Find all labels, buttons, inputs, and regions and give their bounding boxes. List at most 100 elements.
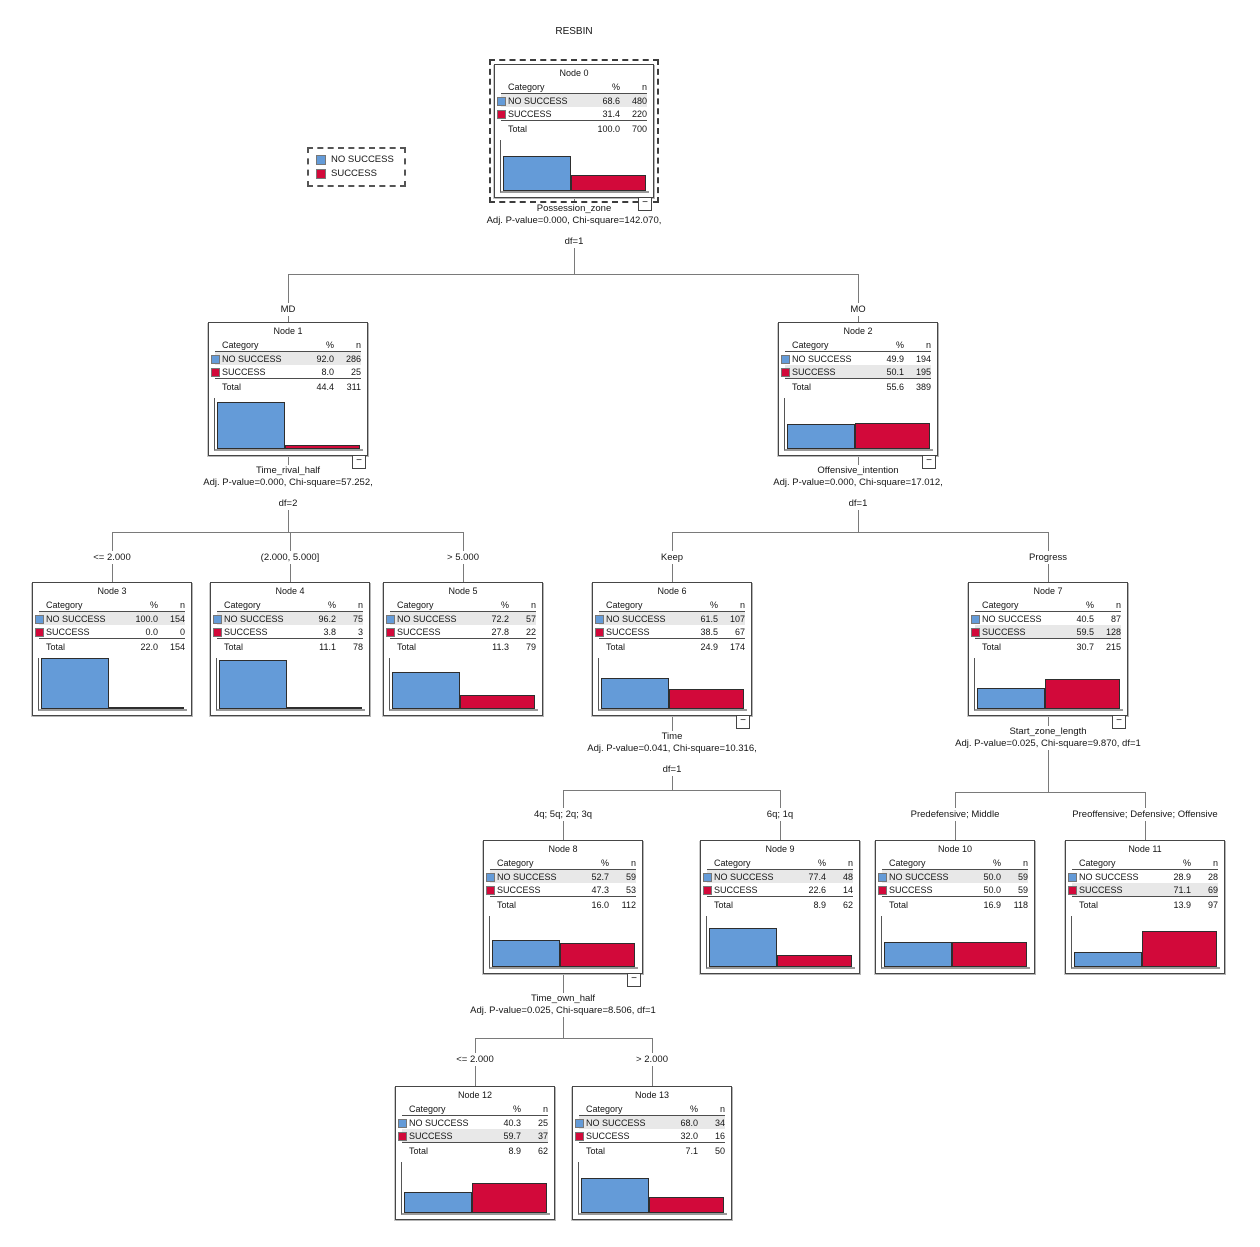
total-pct: 30.7 — [1076, 641, 1094, 652]
divider — [215, 378, 361, 379]
table-header: Category%n — [579, 1102, 725, 1116]
category-n: 0 — [179, 626, 185, 637]
total-n: 112 — [621, 899, 636, 910]
total-n: 118 — [1013, 899, 1028, 910]
no-success-swatch — [386, 615, 395, 624]
col-category: Category — [224, 599, 261, 610]
branch-label-progress: Progress — [1025, 551, 1071, 564]
collapse-button[interactable]: − — [922, 455, 936, 469]
divider — [579, 1142, 725, 1143]
category-n: 16 — [714, 1130, 725, 1141]
no-success-swatch — [213, 615, 222, 624]
node-title: Node 6 — [657, 586, 687, 596]
category-label: SUCCESS — [586, 1130, 630, 1141]
collapse-button[interactable]: − — [1112, 715, 1126, 729]
total-n: 154 — [169, 641, 185, 652]
divider — [501, 120, 647, 121]
total-label: Total — [222, 381, 242, 392]
node-bar-chart — [38, 658, 187, 711]
category-n: 25 — [350, 366, 361, 377]
node-title: Node 1 — [273, 326, 303, 336]
split-possession-zone: Possession_zone Adj. P-value=0.000, Chi-… — [409, 203, 739, 248]
table-header: Category%n — [39, 598, 185, 612]
col-pct: % — [600, 857, 609, 868]
col-n: n — [1115, 599, 1121, 610]
total-n: 78 — [352, 641, 363, 652]
col-pct: % — [1182, 857, 1191, 868]
node-bar-chart — [974, 658, 1123, 711]
category-label: NO SUCCESS — [982, 613, 1042, 624]
success-bar — [571, 175, 646, 191]
legend: NO SUCCESS SUCCESS — [307, 147, 406, 187]
connector-line — [858, 274, 859, 322]
no-success-swatch — [211, 355, 220, 364]
category-pct: 100.0 — [135, 613, 158, 624]
divider — [1072, 896, 1218, 897]
category-pct: 47.3 — [591, 884, 609, 895]
total-pct: 100.0 — [597, 123, 620, 134]
total-pct: 11.3 — [492, 641, 509, 652]
col-n: n — [1022, 857, 1028, 868]
divider — [390, 638, 536, 639]
branch-label-gt-5: > 5.000 — [444, 551, 482, 564]
total-label: Total — [606, 641, 626, 652]
node-bar-chart — [214, 398, 363, 451]
category-n: 28 — [1207, 871, 1218, 882]
no-success-bar — [977, 688, 1045, 709]
split-variable: Offensive_intention — [817, 465, 899, 476]
total-label: Total — [714, 899, 734, 910]
category-label: NO SUCCESS — [714, 871, 774, 882]
col-pct: % — [1085, 599, 1094, 610]
col-pct: % — [611, 81, 620, 92]
node-title: Node 9 — [765, 844, 795, 854]
col-pct: % — [512, 1103, 521, 1114]
divider — [707, 896, 853, 897]
col-pct: % — [992, 857, 1001, 868]
collapse-button[interactable]: − — [352, 455, 366, 469]
success-swatch — [213, 628, 222, 637]
category-n: 67 — [734, 626, 745, 637]
divider — [217, 638, 363, 639]
total-label: Total — [409, 1145, 429, 1156]
legend-item-no-success: NO SUCCESS — [316, 153, 394, 167]
success-bar — [669, 689, 744, 709]
collapse-button[interactable]: − — [638, 197, 652, 211]
collapse-button[interactable]: − — [627, 973, 641, 987]
category-n: 195 — [915, 366, 931, 377]
col-n: n — [357, 599, 363, 610]
split-offensive-intention: Offensive_intention Adj. P-value=0.000, … — [693, 465, 1023, 510]
category-pct: 59.7 — [503, 1130, 521, 1141]
collapse-button[interactable]: − — [736, 715, 750, 729]
node-title: Node 12 — [457, 1090, 493, 1100]
no-success-bar — [581, 1178, 649, 1213]
